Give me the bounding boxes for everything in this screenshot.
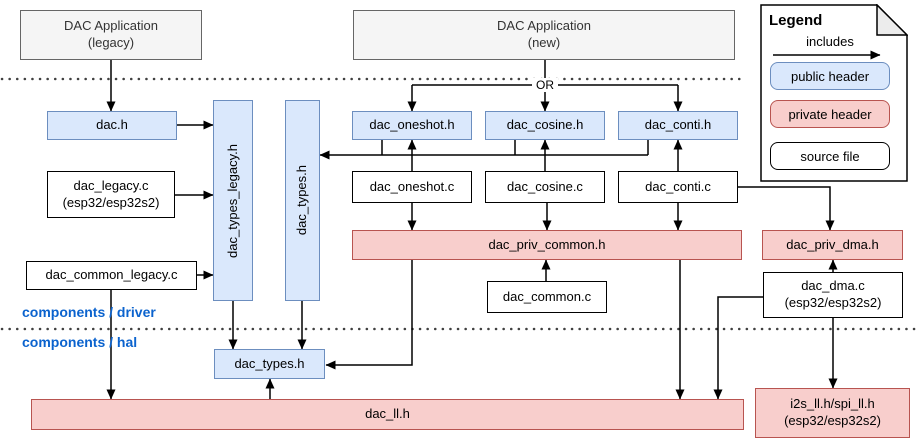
note-shape (760, 4, 908, 182)
node-label: dac_oneshot.h (369, 117, 455, 133)
node-dac-dma-c: dac_dma.c (esp32/esp32s2) (763, 272, 903, 318)
node-label: dac_types.h (234, 355, 305, 371)
node-dac-cosine-h: dac_cosine.h (485, 111, 605, 140)
node-label: (new) (527, 35, 561, 50)
edge-contic-privdma (738, 186, 835, 231)
node-dac-priv-dma-h: dac_priv_dma.h (762, 230, 903, 260)
section-label-components-driver: components / driver (22, 304, 156, 320)
node-label: (esp32/esp32s2) (784, 413, 881, 428)
node-dac-types-legacy-h: dac_types_legacy.h (213, 100, 253, 301)
node-dac-priv-common-h: dac_priv_common.h (352, 230, 742, 260)
node-label: dac_priv_common.h (488, 236, 606, 252)
node-label: dac_legacy.c (73, 177, 149, 193)
node-dac-common-legacy-c: dac_common_legacy.c (26, 261, 197, 290)
legend-item-source-file: source file (770, 142, 890, 170)
node-label: (esp32/esp32s2) (62, 194, 160, 210)
legend-item-private-header: private header (770, 100, 890, 128)
edge-segments (381, 60, 678, 155)
node-dac-conti-h: dac_conti.h (618, 111, 738, 140)
or-connector-label: OR (532, 78, 558, 92)
edge-privcommon-typesh-hal (325, 260, 413, 370)
edge-arrows (106, 60, 838, 400)
node-i2s-spi-ll-h: i2s_ll.h/spi_ll.h (esp32/esp32s2) (755, 388, 910, 438)
node-dac-h: dac.h (47, 111, 177, 140)
node-label: DAC Application (64, 18, 158, 34)
node-label: dac_cosine.c (507, 178, 583, 194)
node-dac-types-h-driver: dac_types.h (285, 100, 320, 301)
node-label: (legacy) (87, 35, 135, 50)
node-dac-legacy-c: dac_legacy.c (esp32/esp32s2) (47, 171, 175, 218)
legend-item-label: source file (800, 148, 860, 164)
node-dac-application-new: DAC Application (new) (353, 10, 735, 60)
legend-item-label: public header (790, 68, 870, 84)
node-label: dac_oneshot.c (369, 178, 455, 194)
section-label-components-hal: components / hal (22, 334, 138, 350)
node-label: dac.h (96, 117, 128, 133)
node-dac-types-h-hal: dac_types.h (214, 349, 325, 379)
node-dac-cosine-c: dac_cosine.c (485, 171, 605, 203)
node-label: dac_types_legacy.h (224, 143, 240, 258)
node-dac-oneshot-h: dac_oneshot.h (352, 111, 472, 140)
node-dac-common-c: dac_common.c (487, 281, 607, 313)
node-label: dac_conti.c (645, 178, 711, 194)
node-dac-conti-c: dac_conti.c (618, 171, 738, 203)
legend-item-public-header: public header (770, 62, 890, 90)
node-dac-oneshot-c: dac_oneshot.c (352, 171, 472, 203)
node-label: dac_ll.h (365, 406, 410, 422)
node-label: dac_priv_dma.h (786, 236, 879, 252)
node-label: DAC Application (497, 18, 591, 34)
legend-includes-label: includes (806, 34, 854, 49)
node-label: dac_common_legacy.c (45, 267, 178, 283)
layer-separator-lines (0, 77, 923, 331)
node-dac-application-legacy: DAC Application (legacy) (20, 10, 202, 60)
node-label: (esp32/esp32s2) (784, 295, 882, 310)
node-label: dac_cosine.h (506, 117, 584, 133)
node-label: dac_types.h (294, 165, 310, 236)
legend-note-outline (760, 4, 908, 182)
edge-dmac-dacllh (713, 296, 763, 400)
legend-title: Legend (769, 12, 823, 29)
node-label: dac_conti.h (644, 117, 712, 133)
node-label: dac_common.c (502, 288, 592, 304)
node-label: i2s_ll.h/spi_ll.h (790, 396, 875, 412)
legend-item-label: private header (788, 106, 872, 122)
note-fold-corner-icon (876, 4, 908, 36)
node-label: dac_dma.c (801, 278, 865, 294)
legend-panel: Legend includes public header private he… (760, 4, 908, 182)
node-dac-ll-h: dac_ll.h (31, 399, 744, 430)
